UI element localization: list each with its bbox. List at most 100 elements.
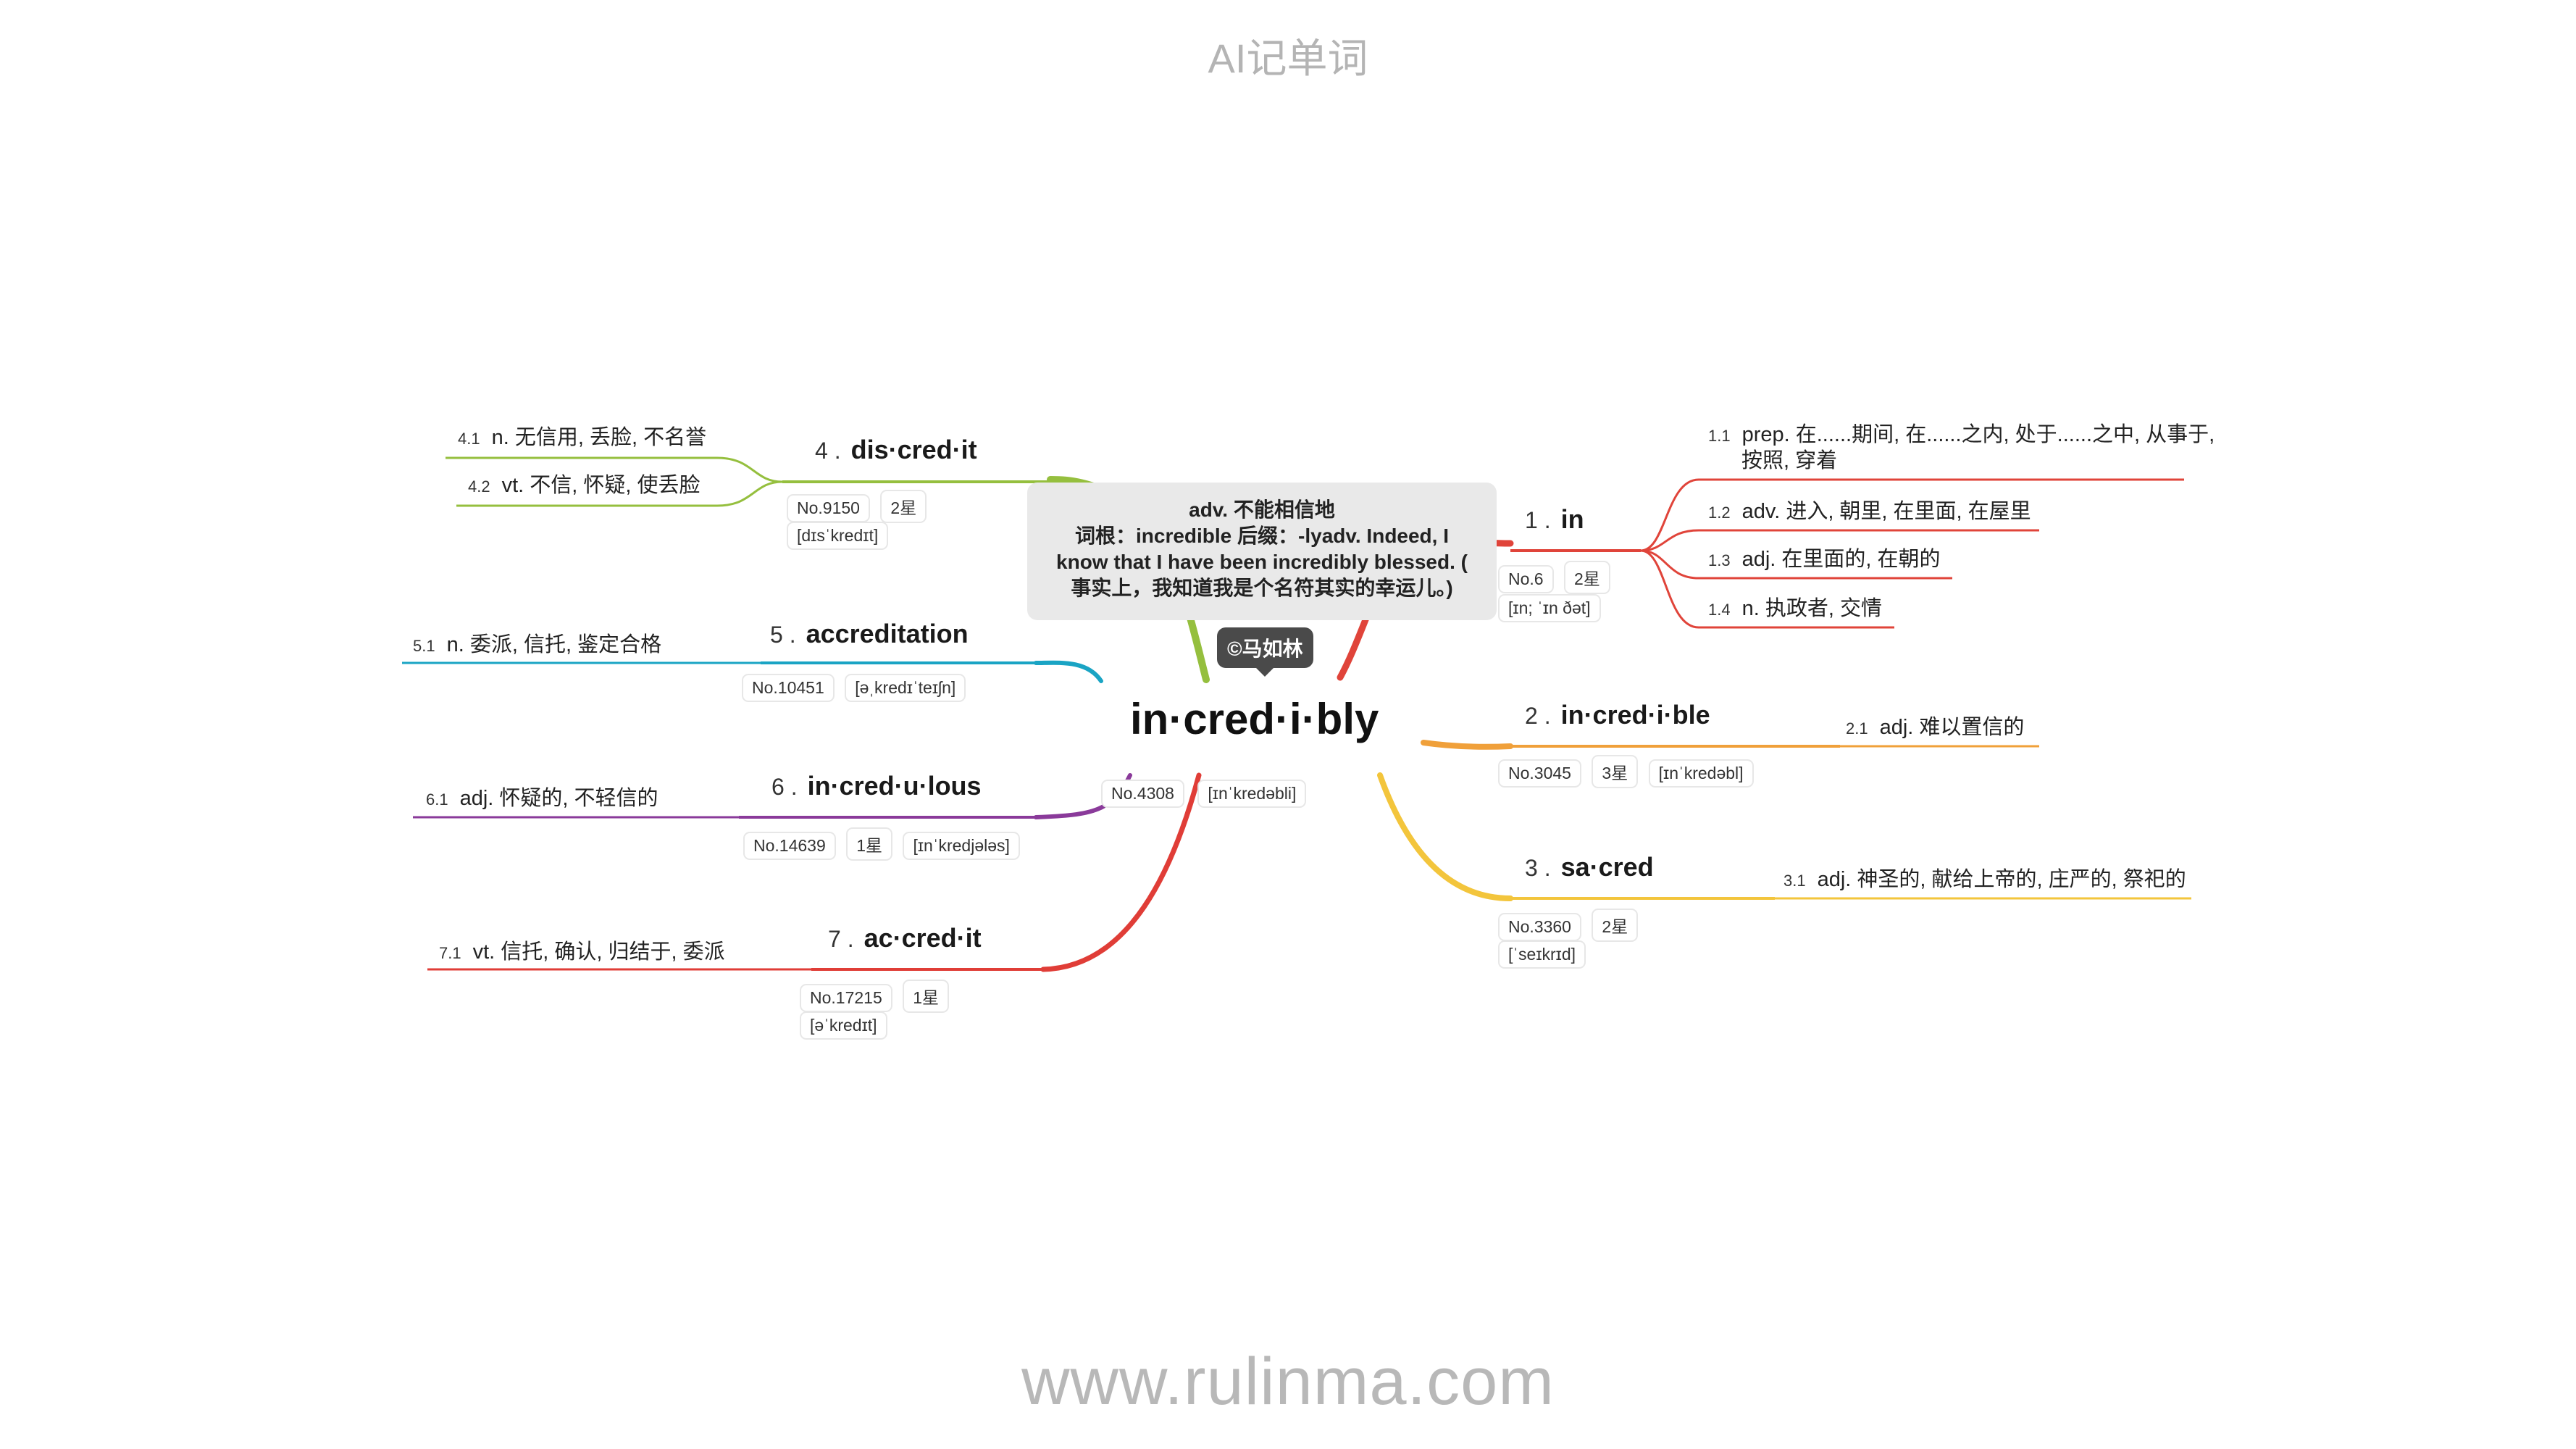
phonetic-tag: [əˈkredɪt] [800,1011,887,1040]
star-rating-tag: 2星 [1564,561,1610,594]
sub-number: 2.1 [1846,719,1868,738]
branch-7-tags: No.17215 1星 [800,980,949,1013]
branch-word: sa·cred [1560,852,1654,882]
sub-link-1-2 [1640,529,2039,552]
sub-node-4-2[interactable]: 4.2 vt. 不信, 怀疑, 使丢脸 [468,472,701,500]
branch-word: accreditation [806,619,969,648]
branch-6-tags: No.14639 1星 [ɪnˈkredjələs] [743,827,1020,861]
app-title: AI记单词 [1208,36,1368,81]
branch-node-3[interactable]: 3 . sa·cred [1525,852,1654,882]
branch-2-tags: No.3045 3星 [ɪnˈkredəbl] [1498,755,1754,788]
sub-text: adv. 进入, 朝里, 在里面, 在屋里 [1741,500,2031,523]
branch-node-6[interactable]: 6 . in·cred·u·lous [771,771,982,801]
sub-text: adj. 难以置信的 [1879,716,2025,739]
branch-word: dis·cred·it [850,435,977,464]
sub-text: n. 无信用, 丢脸, 不名誉 [491,426,707,449]
branch-3-phonetic: [ˈseɪkrɪd] [1498,940,1586,969]
sub-link-4-2 [456,480,783,507]
sub-number: 1.4 [1708,601,1731,619]
connector-branch-7 [1040,772,1202,972]
sub-text: vt. 不信, 怀疑, 使丢脸 [501,474,701,497]
copyright-badge: ©马如林 [1217,627,1313,668]
branch-1-tags: No.6 2星 [1498,561,1610,594]
word-number-tag: No.10451 [742,674,835,702]
branch-word: in·cred·u·lous [807,771,982,801]
sub-text: vt. 信托, 确认, 归结于, 委派 [472,940,725,964]
sub-node-2-1[interactable]: 2.1 adj. 难以置信的 [1846,714,2024,742]
word-number-tag: No.3045 [1498,759,1581,788]
sub-node-1-4[interactable]: 1.4 n. 执政者, 交情 [1708,596,1882,623]
branch-4-phonetic: [dɪsˈkredɪt] [787,522,889,550]
sub-node-1-2[interactable]: 1.2 adv. 进入, 朝里, 在里面, 在屋里 [1708,498,2031,526]
sub-node-5-1[interactable]: 5.1 n. 委派, 信托, 鉴定合格 [413,632,661,659]
phonetic-tag: [ɪnˈkredjələs] [903,832,1020,860]
branch-number: 6 . [771,774,798,800]
star-rating-tag: 1星 [903,980,949,1013]
sub-number: 4.2 [468,477,490,496]
branch-number: 2 . [1525,703,1551,729]
tooltip-line-1: adv. 不能相信地 [1189,498,1335,521]
sub-text: n. 委派, 信托, 鉴定合格 [446,633,662,656]
branch-3-tags: No.3360 2星 [1498,909,1639,942]
footer-url[interactable]: www.rulinma.com [1021,1345,1555,1419]
sub-node-3-1[interactable]: 3.1 adj. 神圣的, 献给上帝的, 庄严的, 祭祀的 [1783,867,2186,894]
branch-node-4[interactable]: 4 . dis·cred·it [815,435,977,465]
branch-1-phonetic: [ɪn; ˈɪn ðət] [1498,594,1601,622]
sub-number: 1.1 [1708,427,1731,445]
sub-node-1-3[interactable]: 1.3 adj. 在里面的, 在朝的 [1708,546,1941,574]
branch-number: 4 . [815,438,841,464]
sub-node-1-1-line2: 按照, 穿着 [1741,449,1838,472]
sub-node-4-1[interactable]: 4.1 n. 无信用, 丢脸, 不名誉 [458,425,706,452]
sub-link-1-4 [1640,549,1894,629]
branch-word: in·cred·i·ble [1560,700,1710,730]
sub-link-1-1 [1640,478,2184,552]
tooltip-line-3: know that I have been incredibly blessed… [1056,551,1468,573]
sub-text: adj. 在里面的, 在朝的 [1741,548,1941,571]
star-rating-tag: 3星 [1592,755,1639,788]
star-rating-tag: 1星 [846,827,892,861]
central-phonetic-tag: [ɪnˈkredəbli] [1197,780,1307,808]
star-rating-tag: 2星 [880,490,927,523]
sub-node-7-1[interactable]: 7.1 vt. 信托, 确认, 归结于, 委派 [439,939,725,966]
branch-node-2[interactable]: 2 . in·cred·i·ble [1525,700,1710,730]
connector-branch-2 [1421,740,1513,750]
central-number-tag: No.4308 [1101,780,1184,808]
sub-text: n. 执政者, 交情 [1741,597,1882,620]
branch-node-7[interactable]: 7 . ac·cred·it [828,923,982,953]
word-number-tag: No.14639 [743,832,836,860]
phonetic-tag: [ɪnˈkredəbl] [1648,759,1754,788]
badge-pointer [1256,668,1274,677]
phonetic-tag: [dɪsˈkredɪt] [787,522,889,550]
branch-node-1[interactable]: 1 .in [1525,504,1584,535]
branch-number: 5 . [770,622,796,648]
branch-7-phonetic: [əˈkredɪt] [800,1011,887,1040]
phonetic-tag: [ɪn; ˈɪn ðət] [1498,594,1601,622]
sub-text: adj. 神圣的, 献给上帝的, 庄严的, 祭祀的 [1817,868,2186,891]
sub-number: 1.3 [1708,551,1731,569]
definition-tooltip: adv. 不能相信地 词根：incredible 后缀：-lyadv. Inde… [1027,483,1497,620]
central-word[interactable]: in·cred·i·bly [1130,695,1379,743]
word-number-tag: No.3360 [1498,913,1581,941]
branch-node-5[interactable]: 5 . accreditation [770,619,969,649]
sub-text: adj. 怀疑的, 不轻信的 [459,787,658,810]
branch-word: ac·cred·it [863,923,982,953]
sub-number: 3.1 [1783,872,1806,890]
branch-number: 7 . [828,926,854,952]
sub-link-1-3 [1640,549,1952,580]
word-number-tag: No.9150 [787,494,870,522]
branch-4-tags: No.9150 2星 [787,490,927,523]
phonetic-tag: [ˈseɪkrɪd] [1498,940,1586,969]
star-rating-tag: 2星 [1592,909,1639,942]
branch-number: 1 . [1525,507,1551,533]
phonetic-tag: [əˌkredɪˈteɪʃn] [845,674,966,702]
sub-number: 4.1 [458,430,480,448]
sub-number: 7.1 [439,944,461,962]
branch-number: 3 . [1525,855,1551,881]
sub-number: 1.2 [1708,504,1731,522]
tooltip-line-4: 事实上，我知道我是个名符其实的幸运儿。) [1071,577,1453,599]
sub-number: 5.1 [413,637,435,655]
sub-link-4-1 [446,456,783,483]
connector-branch-3 [1377,772,1513,901]
